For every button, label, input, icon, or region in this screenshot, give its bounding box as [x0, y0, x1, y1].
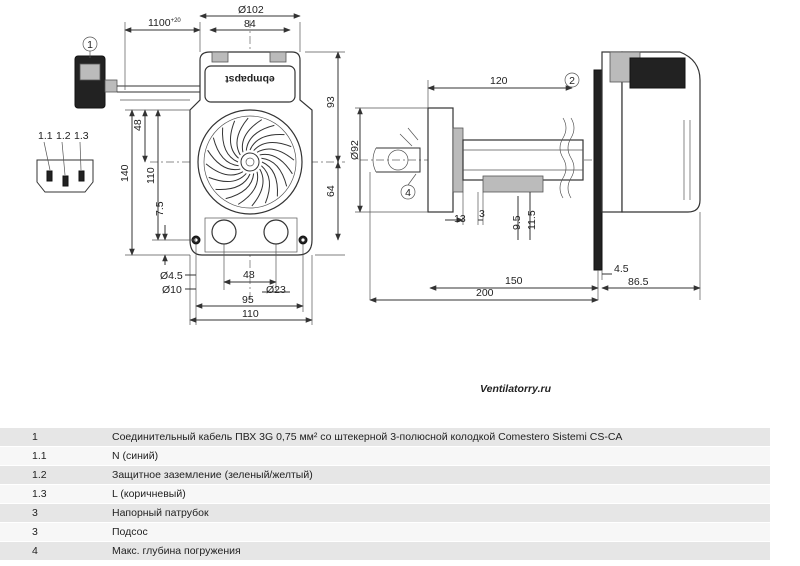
callout-1-1: 1.1	[38, 130, 53, 142]
legend-key: 1	[0, 428, 106, 447]
dim-h48: 48	[132, 119, 144, 131]
impeller-blade	[259, 153, 293, 175]
dim-w48: 48	[243, 269, 255, 281]
impeller-blade	[261, 157, 288, 187]
callout-2: 2	[569, 75, 575, 87]
dim-l4-5: 4.5	[614, 263, 629, 275]
dim-h140: 140	[119, 164, 131, 182]
legend-text: Макс. глубина погружения	[106, 541, 770, 561]
impeller-blade	[225, 173, 255, 200]
legend-key: 4	[0, 541, 106, 561]
legend-key: 1.1	[0, 446, 106, 466]
dim-w84: 84	[244, 18, 256, 30]
legend-key: 3	[0, 503, 106, 523]
dim-d10: Ø10	[162, 284, 182, 296]
impeller-blade	[249, 134, 285, 151]
dim-d92: Ø92	[349, 140, 361, 160]
dim-d4-5: Ø4.5	[160, 270, 183, 282]
dim-cable-length: 1100+20	[148, 17, 181, 29]
dim-w95: 95	[242, 294, 254, 306]
brand-label: ebmpapst	[225, 73, 275, 85]
impeller-blade	[261, 161, 278, 197]
impeller-blade	[222, 127, 239, 163]
impeller-blade	[245, 124, 275, 151]
impeller-blade	[256, 148, 295, 161]
callout-1-3: 1.3	[74, 130, 89, 142]
dim-l9-5: 9.5	[511, 215, 523, 230]
technical-drawing: Ventilatorry.ru ebmpapst	[36, 4, 701, 395]
dim-l86-5: 86.5	[628, 276, 649, 288]
legend-text: Соединительный кабель ПВХ 3G 0,75 мм² со…	[106, 428, 770, 447]
watermark: Ventilatorry.ru	[480, 383, 552, 395]
legend-text: N (синий)	[106, 446, 770, 466]
impeller-blade	[251, 168, 264, 207]
impeller-blade	[236, 117, 249, 156]
legend-text: Защитное заземление (зеленый/желтый)	[106, 465, 770, 485]
impeller-blade	[212, 137, 239, 167]
legend-text: Подсос	[106, 522, 770, 542]
dim-h93: 93	[325, 96, 337, 108]
dim-h110: 110	[145, 167, 157, 184]
impeller-blade	[253, 142, 292, 151]
suction-port	[211, 219, 237, 245]
legend-text: Напорный патрубок	[106, 503, 770, 523]
dim-h64: 64	[325, 185, 337, 197]
dim-l13: 13	[454, 213, 466, 225]
impeller-blade	[207, 149, 241, 171]
dim-d102: Ø102	[238, 4, 264, 16]
impeller-blades	[205, 117, 295, 207]
dim-l200: 200	[476, 287, 494, 299]
front-view: ebmpapst 1.1 1.2 1.3	[36, 4, 345, 325]
dim-l3: 3	[479, 208, 485, 220]
dim-d23: Ø23	[266, 284, 286, 296]
impeller-blade	[208, 173, 247, 182]
motor	[621, 51, 701, 213]
callout-4: 4	[405, 187, 411, 199]
impeller-blade	[241, 119, 263, 153]
impeller-blade	[237, 171, 259, 205]
impeller-blade	[215, 173, 251, 190]
impeller-blade	[205, 163, 244, 176]
dim-l11-5: 11.5	[526, 210, 538, 230]
dim-h7-5: 7.5	[154, 201, 166, 216]
legend-key: 1.3	[0, 484, 106, 504]
legend-text: L (коричневый)	[106, 484, 770, 504]
discharge-port	[263, 219, 289, 245]
side-view: 2 4 120 Ø92 13 3 9.5 11.5 150	[349, 51, 701, 303]
dim-l150: 150	[505, 275, 523, 287]
pin-connector	[36, 159, 94, 193]
mounting-plate	[593, 69, 603, 271]
pump-head	[427, 107, 454, 213]
dim-w110: 110	[242, 308, 259, 320]
legend-key: 1.2	[0, 465, 106, 485]
callout-1-2: 1.2	[56, 130, 71, 142]
legend-key: 3	[0, 522, 106, 542]
callout-1: 1	[87, 39, 93, 51]
impeller-blade	[230, 120, 239, 159]
dim-l120: 120	[490, 75, 508, 87]
impeller-blade	[261, 165, 270, 204]
